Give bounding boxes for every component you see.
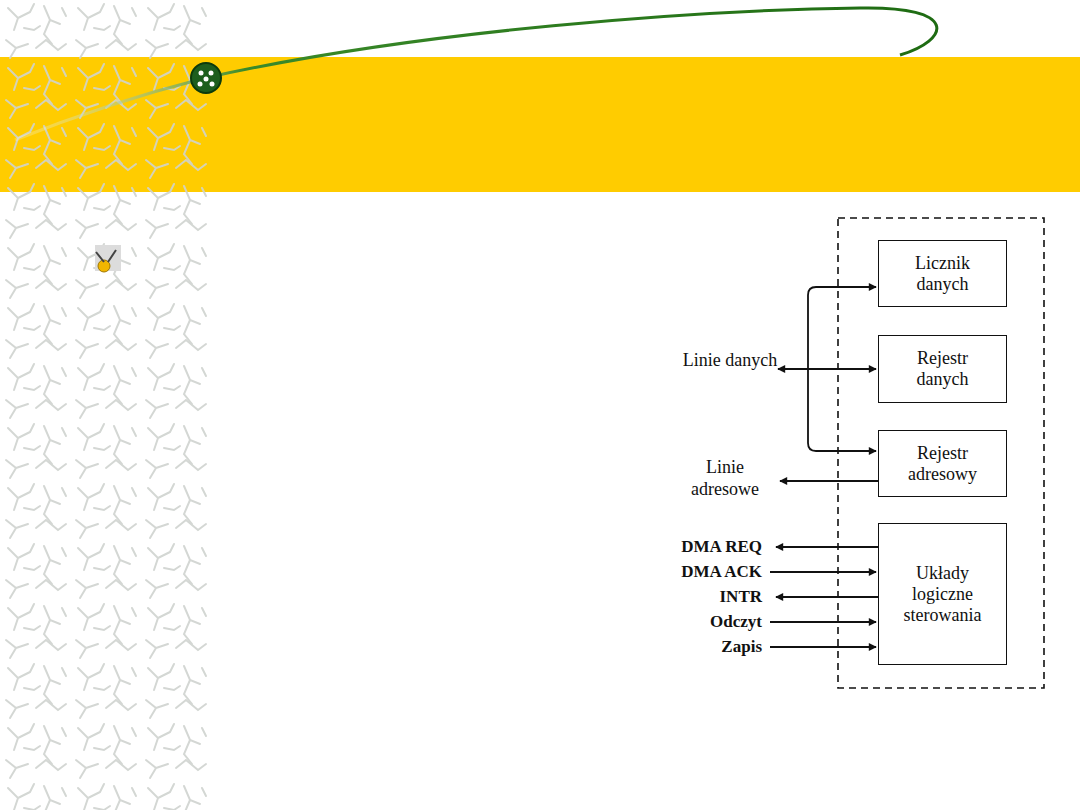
signal-name: Zapis	[612, 636, 762, 658]
bus-label: Linie adresowe	[670, 456, 780, 500]
bus-lines	[770, 287, 878, 647]
register-box: Licznik danych	[878, 240, 1007, 307]
dashed-boundary	[838, 218, 1044, 688]
swoosh	[15, 8, 937, 140]
box-label: Rejestr danych	[917, 348, 969, 390]
orb-icon	[191, 63, 221, 93]
side-pattern	[0, 0, 210, 810]
signal-name: INTR	[612, 586, 762, 608]
register-box: Rejestr danych	[878, 335, 1007, 403]
box-label: Rejestr adresowy	[908, 443, 977, 485]
signal-name: DMA REQ	[612, 536, 762, 558]
box-label: Układy logiczne sterowania	[904, 563, 982, 626]
bullet-icon	[95, 245, 121, 272]
box-label: Licznik danych	[915, 253, 970, 295]
register-box: Układy logiczne sterowania	[878, 523, 1007, 665]
register-box: Rejestr adresowy	[878, 430, 1007, 497]
signal-name: Odczyt	[612, 611, 762, 633]
signal-name: DMA ACK	[612, 561, 762, 583]
bus-label: Linie danych	[680, 350, 780, 371]
